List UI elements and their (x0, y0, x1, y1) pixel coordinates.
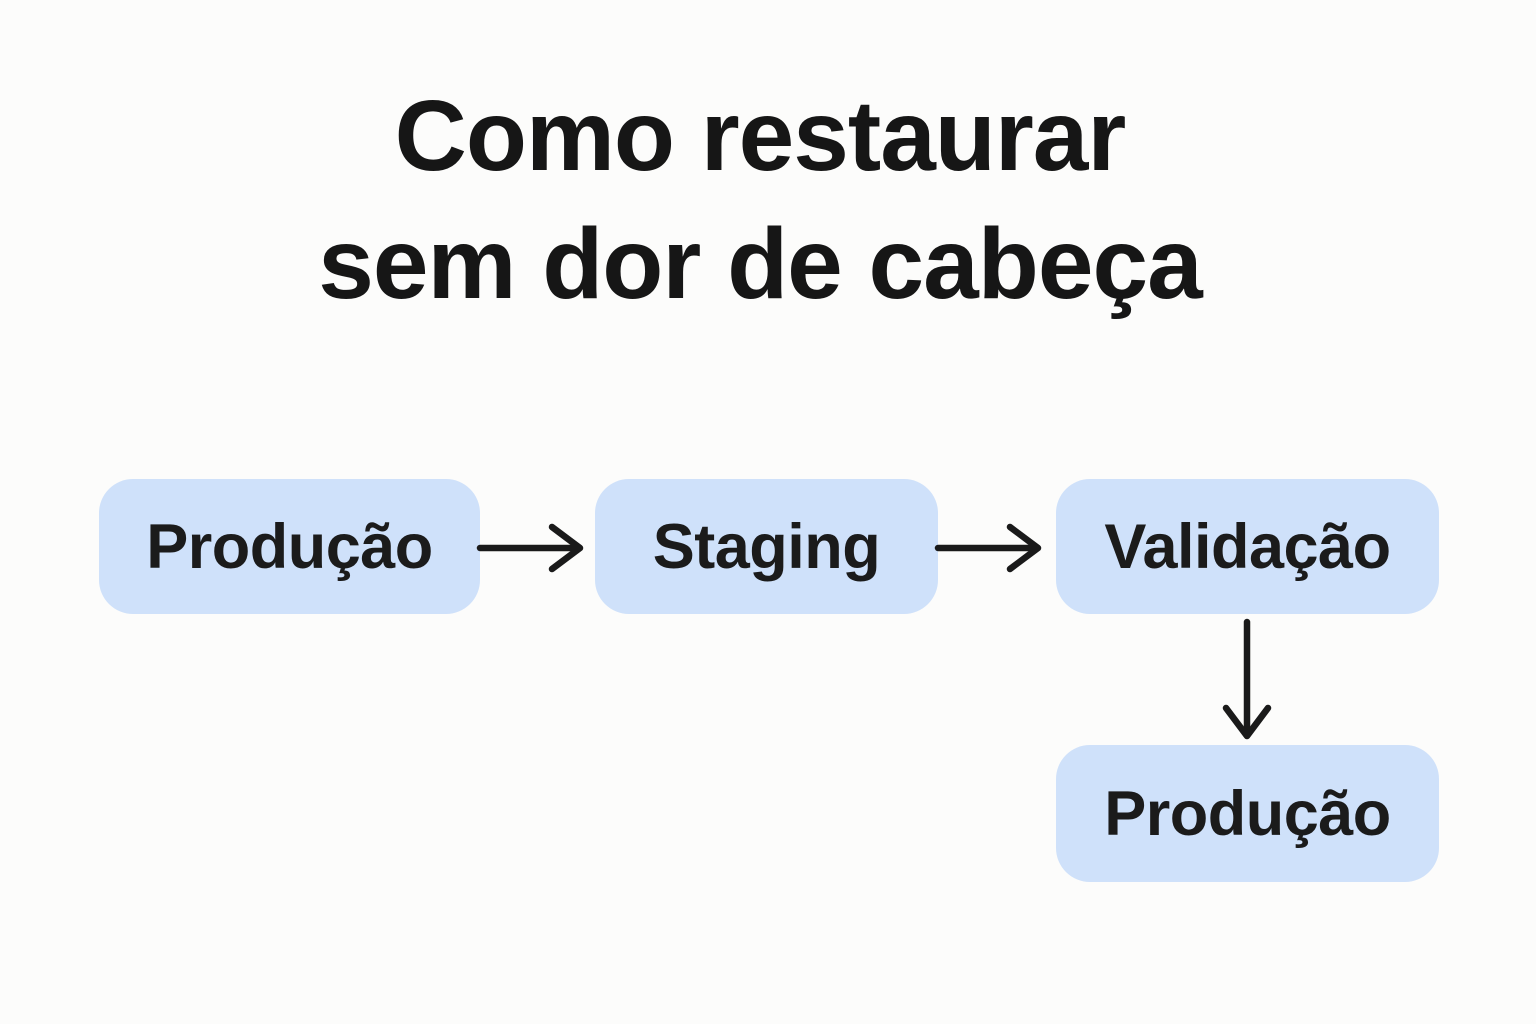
arrow-right-icon (476, 518, 588, 583)
node-producao-target: Produção (1056, 745, 1439, 882)
node-staging: Staging (595, 479, 938, 614)
node-validacao: Validação (1056, 479, 1439, 614)
node-producao-source: Produção (99, 479, 480, 614)
arrow-down-icon (1217, 616, 1277, 749)
arrow-right-icon (934, 518, 1046, 583)
page-title-line2: sem dor de cabeça (318, 208, 1202, 320)
node-label: Produção (146, 511, 433, 582)
node-label: Staging (652, 511, 881, 582)
node-label: Produção (1104, 778, 1391, 849)
page-title: Como restaurar sem dor de cabeça (0, 72, 1520, 328)
page-title-line1: Como restaurar (394, 80, 1127, 192)
node-label: Validação (1104, 511, 1391, 582)
